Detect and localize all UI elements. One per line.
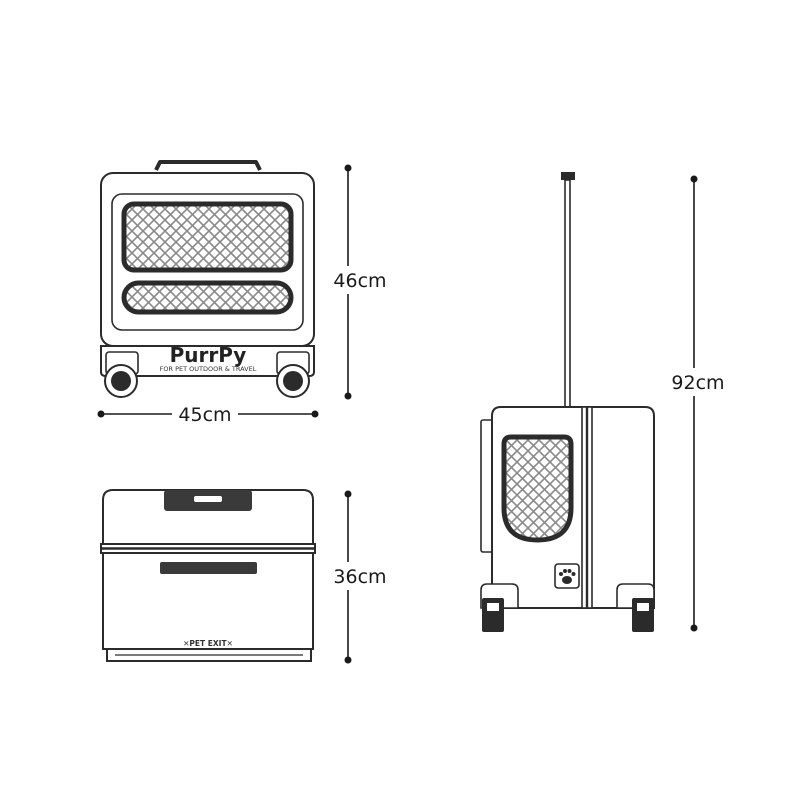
brand-tagline: FOR PET OUTDOOR & TRAVEL xyxy=(160,365,257,373)
front-mesh-window-small xyxy=(121,280,294,315)
side-view xyxy=(480,172,655,632)
brand-logo: PurrPy xyxy=(170,343,247,367)
side-height-dimension: 92cm xyxy=(666,175,730,632)
left-wheel-hub xyxy=(111,371,131,391)
top-front-slot xyxy=(160,562,257,574)
top-view: ✕PET EXIT✕ xyxy=(100,489,316,662)
top-depth-label: 36cm xyxy=(333,566,386,588)
paw-icon xyxy=(554,563,580,589)
top-depth-dimension: 36cm xyxy=(326,490,390,664)
front-height-label: 46cm xyxy=(333,270,386,292)
front-mesh-window-large xyxy=(121,201,294,273)
front-view: PurrPy FOR PET OUTDOOR & TRAVEL xyxy=(100,160,315,398)
front-width-dimension: 45cm xyxy=(97,402,319,426)
pet-exit-label: ✕PET EXIT✕ xyxy=(183,639,233,648)
front-height-dimension: 46cm xyxy=(326,164,390,400)
telescoping-handle-rod xyxy=(564,179,571,409)
top-lid xyxy=(102,489,314,546)
side-mesh-window xyxy=(501,434,574,543)
top-handle xyxy=(154,160,262,171)
top-handle-grip xyxy=(194,496,222,502)
side-height-label: 92cm xyxy=(671,372,724,394)
front-width-label: 45cm xyxy=(178,404,231,426)
right-wheel-hub xyxy=(283,371,303,391)
telescoping-handle-grip xyxy=(561,172,575,180)
